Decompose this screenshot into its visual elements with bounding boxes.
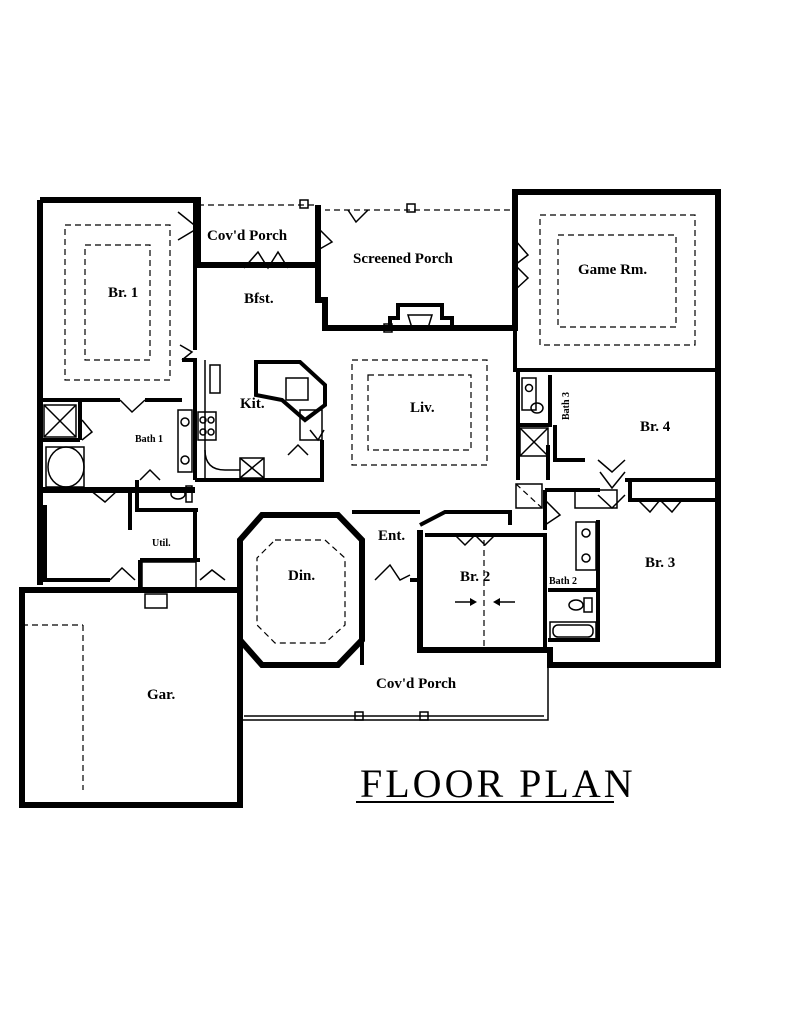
room-labels: Br. 1 Cov'd Porch Screened Porch Game Rm… [108,228,675,703]
label-game-rm: Game Rm. [578,262,647,278]
label-bfst: Bfst. [244,291,274,307]
label-bath3: Bath 3 [561,392,572,420]
ceiling-outlines [22,204,696,790]
label-kit: Kit. [240,396,265,412]
label-liv: Liv. [410,400,435,416]
label-br1: Br. 1 [108,285,138,301]
door-swings [81,209,683,581]
arrows-windows [299,199,515,721]
plan-title: FLOOR PLAN [360,761,636,806]
label-br3: Br. 3 [645,555,675,571]
label-br4: Br. 4 [640,419,671,435]
kitchen-cabinets [197,360,327,479]
label-br2: Br. 2 [460,569,490,585]
label-din: Din. [288,568,315,584]
label-ent: Ent. [378,528,405,544]
label-covd-porch-bottom: Cov'd Porch [376,676,457,692]
label-screened-porch: Screened Porch [353,251,454,267]
label-covd-porch-top: Cov'd Porch [207,228,288,244]
exterior-walls [19,189,721,808]
label-bath1: Bath 1 [135,434,163,445]
plan-title-group: FLOOR PLAN [356,761,636,806]
label-bath2: Bath 2 [549,576,577,587]
dining-octagon [237,512,365,668]
bath-fixtures [43,377,618,641]
fireplace [388,303,454,330]
interior-walls [40,192,718,665]
label-gar: Gar. [147,687,175,703]
label-util: Util. [152,538,171,549]
